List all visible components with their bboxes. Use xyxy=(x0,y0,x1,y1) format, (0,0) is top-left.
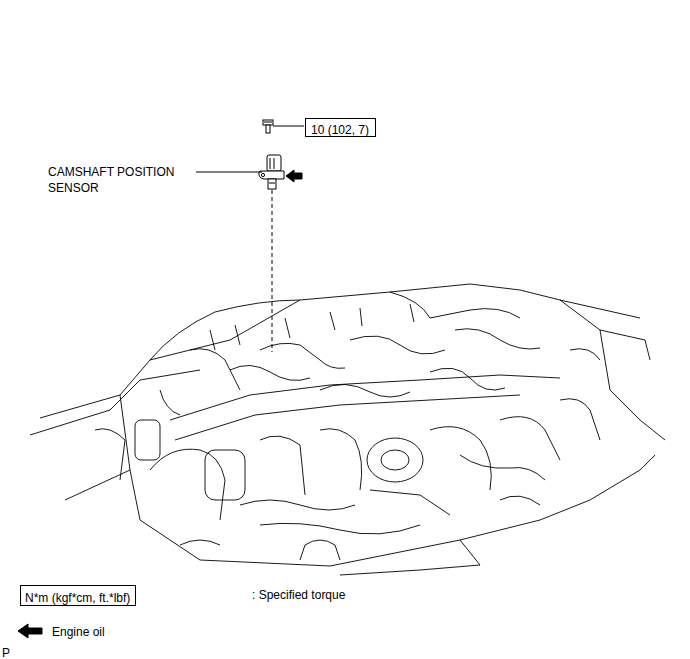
legend-arrow xyxy=(18,624,42,638)
oil-arrow xyxy=(286,170,302,182)
legend-text: Engine oil xyxy=(52,624,105,640)
torque-box: 10 (102, 7) xyxy=(305,118,376,137)
part-name: CAMSHAFT POSITION SENSOR xyxy=(48,164,198,196)
leader-line xyxy=(196,172,262,173)
torque-text: N*m (kgf*cm, ft.*lbf) xyxy=(25,591,130,606)
page-mark: P xyxy=(2,645,10,659)
leader-line xyxy=(273,126,304,127)
torque-legend-box: N*m (kgf*cm, ft.*lbf) xyxy=(20,585,136,606)
engine-bay-drawing xyxy=(30,284,665,575)
bolt xyxy=(263,120,273,133)
legend-note: : Specified torque xyxy=(252,587,345,603)
dashed-line xyxy=(272,190,273,352)
sensor-symbol xyxy=(259,155,284,189)
torque-text: 10 (102, 7) xyxy=(311,123,369,138)
